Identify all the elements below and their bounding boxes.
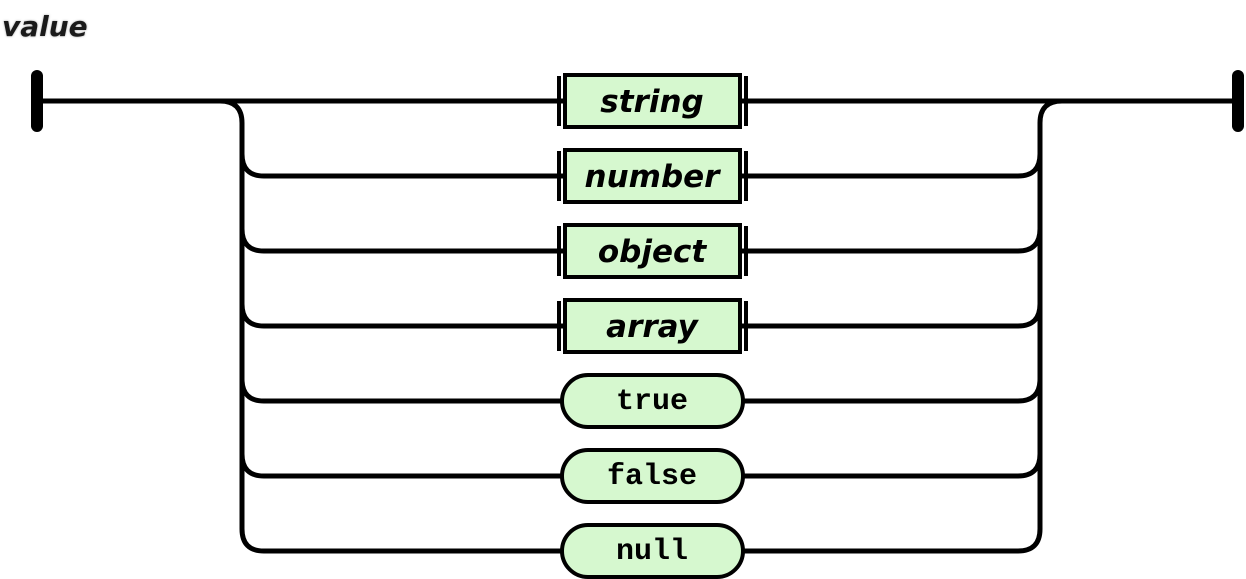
node-label: null [616, 535, 688, 569]
node-number: number [563, 148, 742, 204]
start-terminal [31, 70, 43, 132]
node-false: false [560, 448, 745, 504]
node-pill [560, 373, 745, 429]
connector-tick [744, 301, 748, 351]
right-branch-rail [1017, 98, 1063, 554]
nonterminal-ticks [557, 76, 748, 351]
node-true: true [560, 373, 745, 429]
connector-tick [744, 76, 748, 126]
node-box [563, 148, 742, 204]
node-label: object [598, 234, 708, 270]
connector-tick [557, 151, 561, 201]
node-box [563, 298, 742, 354]
node-label: string [600, 84, 703, 120]
node-pill [560, 523, 745, 579]
left-branch-rail [219, 98, 265, 554]
connector-tick [557, 226, 561, 276]
node-pill [560, 448, 745, 504]
connector-tick [744, 151, 748, 201]
node-null: null [560, 523, 745, 579]
connector-tick [557, 301, 561, 351]
node-string: string [563, 73, 742, 129]
node-label: number [585, 159, 722, 195]
connector-tick [744, 226, 748, 276]
node-array: array [563, 298, 742, 354]
node-label: true [616, 385, 688, 419]
node-label: array [606, 309, 699, 345]
connector-tick [557, 76, 561, 126]
end-terminal [1232, 70, 1244, 132]
diagram-title: value [2, 10, 88, 43]
node-object: object [563, 223, 742, 279]
node-box [563, 73, 742, 129]
node-box [563, 223, 742, 279]
node-label: false [607, 460, 697, 494]
